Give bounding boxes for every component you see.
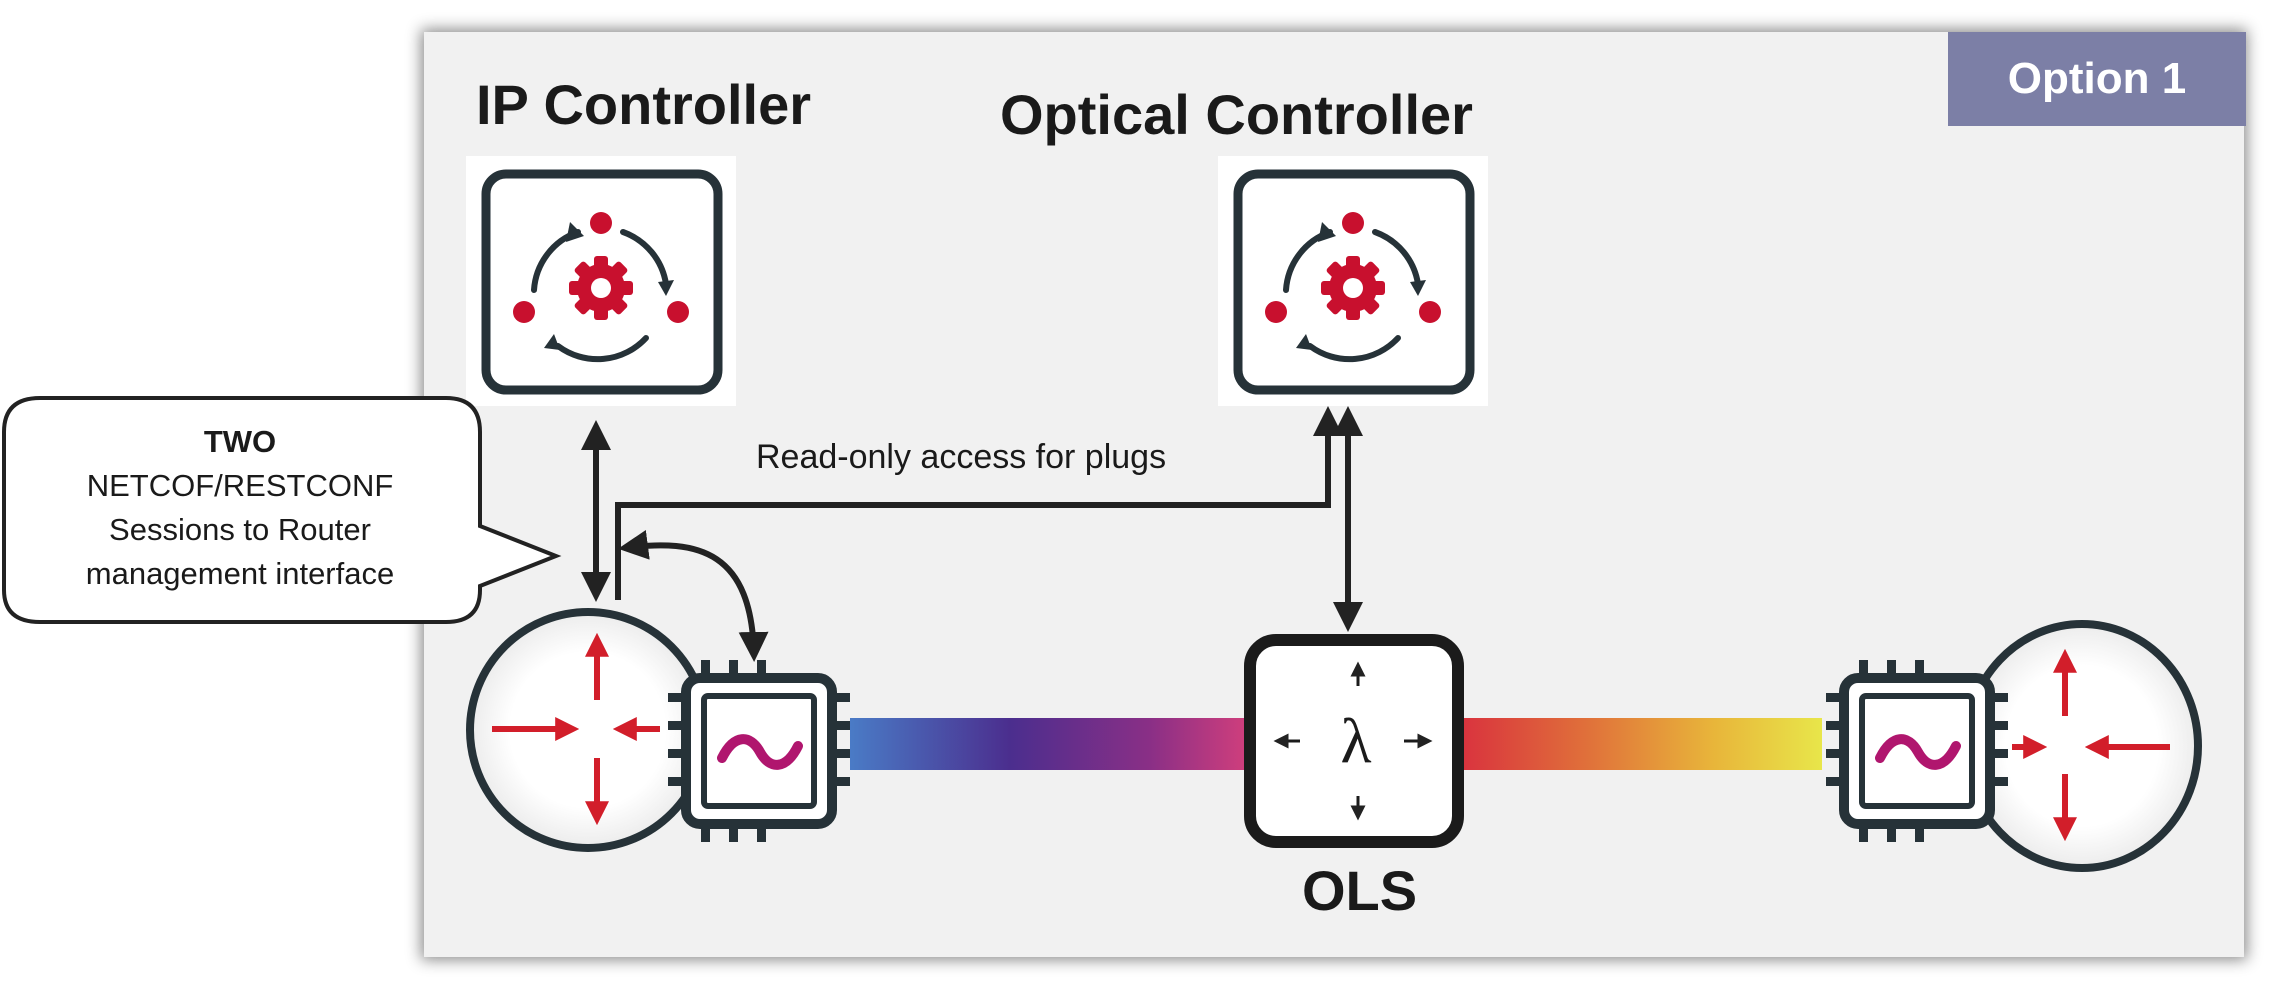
ip-controller-icon [466,156,736,406]
callout-line-4: management interface [85,556,395,591]
ols-label: OLS [1302,859,1418,922]
callout-bubble [1,396,562,624]
read-only-access-line [615,406,1343,600]
fiber-left [850,718,1250,770]
plug-left-icon [668,660,850,842]
connector-lines [581,406,1363,662]
callout-line-1: TWO [203,424,277,459]
ip-controller-title: IP Controller [476,73,812,136]
router-plug-curve-arrow [618,530,769,662]
callout-line-2: NETCOF/RESTCONF [86,468,394,503]
option-badge: Option 1 [1948,32,2246,126]
router-right-icon [1962,620,2202,872]
plug-right-icon [1826,660,2008,842]
ols-lambda-symbol: λ [1340,705,1371,776]
optical-controller-title: Optical Controller [1000,83,1473,146]
read-only-access-label: Read-only access for plugs [756,438,1167,476]
ols-icon: λ [1244,634,1464,848]
optical-controller-icon [1218,156,1488,406]
callout-line-3: Sessions to Router [109,512,371,547]
fiber-right [1460,718,1822,770]
callout-text: TWO NETCOF/RESTCONF Sessions to Router m… [30,420,450,596]
